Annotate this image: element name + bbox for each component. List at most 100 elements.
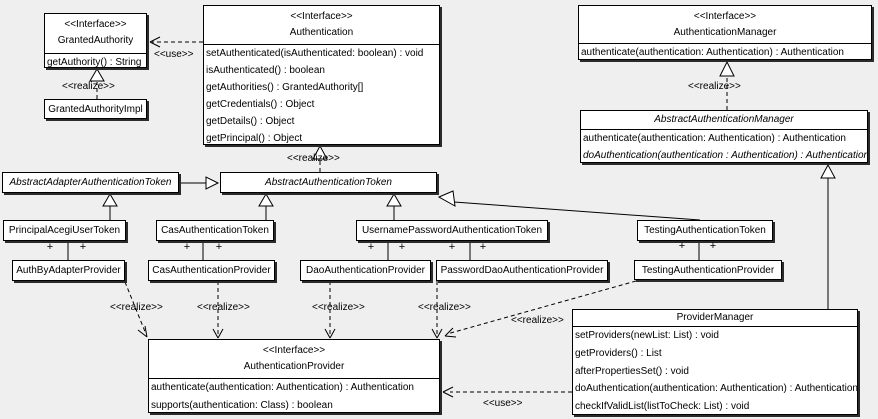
stereotype-label: <<Interface>> <box>64 19 127 30</box>
edge-label-use: <<use>> <box>154 49 194 60</box>
plus-label: + <box>215 241 223 253</box>
class-name: AuthByAdapterProvider <box>16 265 121 276</box>
plus-label: + <box>46 241 54 253</box>
stereotype-label: <<Interface>> <box>693 11 757 22</box>
use-arrowhead-bottom <box>442 386 454 398</box>
plus-label: + <box>79 241 87 253</box>
realize-arrowhead-3 <box>324 328 336 339</box>
class-password-dao-authentication-provider: PasswordDaoAuthenticationProvider <box>436 260 608 281</box>
plus-label: + <box>479 241 487 253</box>
class-abstract-authentication-token: AbstractAuthenticationToken <box>220 172 437 193</box>
edge-label-use: <<use>> <box>483 398 523 409</box>
class-abstract-adapter-authentication-token: AbstractAdapterAuthenticationToken <box>2 172 179 193</box>
edge-label-realize: <<realize>> <box>312 302 365 313</box>
class-name: AbstractAdapterAuthenticationToken <box>9 177 172 188</box>
class-name: ProviderManager <box>676 312 754 323</box>
method-row: getDetails() : Object <box>206 116 295 127</box>
class-dao-authentication-provider: DaoAuthenticationProvider <box>300 260 431 281</box>
method-row: authenticate(authentication: Authenticat… <box>151 382 414 393</box>
class-name: AbstractAuthenticationToken <box>265 177 392 188</box>
class-provider-manager: ProviderManager setProviders(newList: Li… <box>572 309 858 415</box>
class-abstract-authentication-manager: AbstractAuthenticationManager authentica… <box>580 110 868 163</box>
method-row: authenticate(authentication: Authenticat… <box>583 133 846 144</box>
triangle-authenticationmanager <box>719 60 735 77</box>
edge-label-realize: <<realize>> <box>110 302 163 313</box>
stereotype-label: <<Interface>> <box>262 345 326 356</box>
method-row: doAuthentication(authentication: Authent… <box>575 383 857 395</box>
class-principal-acegi-user-token: PrincipalAcegiUserToken <box>3 220 126 241</box>
triangle-arrowheads <box>89 60 836 207</box>
methods-compartment: authenticate(authentication: Authenticat… <box>581 129 867 162</box>
method-row: getCredentials() : Object <box>206 99 315 110</box>
use-arrowhead-top <box>149 36 161 48</box>
edge-label-realize: <<realize>> <box>511 315 564 326</box>
class-name: CasAuthenticationProvider <box>152 265 271 276</box>
method-row: setAuthenticated(isAuthenticated: boolea… <box>206 48 424 59</box>
class-title: <<Interface>> Authentication <box>204 6 439 44</box>
class-name: PrincipalAcegiUserToken <box>8 225 121 236</box>
class-name: AuthenticationManager <box>673 27 777 38</box>
class-name: CasAuthenticationToken <box>161 225 269 236</box>
class-auth-by-adapter-provider: AuthByAdapterProvider <box>12 260 125 281</box>
triangle-adaptertoken <box>102 193 118 207</box>
edge-label-realize: <<realize>> <box>197 302 250 313</box>
class-granted-authority-impl: GrantedAuthorityImpl <box>44 99 147 119</box>
plus-label: + <box>709 240 717 252</box>
realize-arrowhead-1 <box>137 325 148 338</box>
class-name: TestingAuthenticationToken <box>644 225 766 236</box>
class-title: <<Interface>> AuthenticationManager <box>579 6 871 43</box>
class-title: <<Interface>> AuthenticationProvider <box>149 340 439 378</box>
edge-label-realize: <<realize>> <box>62 81 115 92</box>
method-row: authenticate(authentication: Authenticat… <box>581 47 844 58</box>
realize-arrowhead-2 <box>212 328 224 339</box>
class-testing-authentication-token: TestingAuthenticationToken <box>637 220 773 241</box>
method-row: getAuthority() : String <box>47 57 142 68</box>
method-row: setProviders(newList: List) : void <box>575 330 719 341</box>
class-name: Authentication <box>289 27 354 38</box>
stereotype-label: <<Interface>> <box>290 11 353 22</box>
methods-compartment: authenticate(authentication: Authenticat… <box>579 43 871 59</box>
dashed-edges <box>96 41 728 393</box>
plus-label: + <box>367 241 375 253</box>
triangle-grantedauthority <box>89 68 105 82</box>
class-name: PasswordDaoAuthenticationProvider <box>440 265 604 276</box>
gen-edge-testingtoken <box>453 201 701 221</box>
class-granted-authority: <<Interface>> GrantedAuthority getAuthor… <box>44 13 147 68</box>
realize-arrowhead-4 <box>431 328 443 339</box>
methods-compartment: getAuthority() : String <box>45 53 146 68</box>
class-authentication: <<Interface>> Authentication setAuthenti… <box>203 5 440 145</box>
solid-edges <box>67 178 829 309</box>
method-row: supports(authentication: Class) : boolea… <box>151 400 333 411</box>
class-name: UsernamePasswordAuthenticationToken <box>361 225 543 236</box>
class-name: AuthenticationProvider <box>243 361 345 372</box>
triangle-abstractmanager <box>820 163 836 179</box>
method-row: getAuthorities() : GrantedAuthority[] <box>206 82 364 93</box>
class-title: <<Interface>> GrantedAuthority <box>45 14 146 53</box>
class-name: GrantedAuthority <box>57 35 134 46</box>
triangle-abstracttoken-testing <box>437 190 456 207</box>
edge-label-realize: <<realize>> <box>287 153 340 164</box>
method-row: isAuthenticated() : boolean <box>206 65 325 76</box>
method-row: getProviders() : List <box>575 347 662 359</box>
class-testing-authentication-provider: TestingAuthenticationProvider <box>634 260 782 280</box>
class-cas-authentication-token: CasAuthenticationToken <box>156 220 274 241</box>
realize-arrowhead-5 <box>444 327 457 338</box>
triangle-abstracttoken-cas <box>258 193 274 207</box>
triangle-abstracttoken-left <box>205 176 220 190</box>
class-name: TestingAuthenticationProvider <box>641 264 775 276</box>
triangle-authentication <box>312 144 328 160</box>
plus-label: + <box>183 241 191 253</box>
methods-compartment: setProviders(newList: List) : void getPr… <box>573 326 857 414</box>
method-row: getPrincipal() : Object <box>206 133 303 144</box>
method-row: checkIfValidList(listToCheck: List) : vo… <box>575 401 750 413</box>
method-row: doAuthentication(authentication : Authen… <box>583 150 867 161</box>
realize-edge-testingprovider <box>446 280 637 335</box>
method-row: afterPropertiesSet() : void <box>575 365 689 377</box>
class-name: GrantedAuthorityImpl <box>48 103 143 115</box>
class-cas-authentication-provider: CasAuthenticationProvider <box>148 260 275 281</box>
class-name: DaoAuthenticationProvider <box>306 265 425 276</box>
plus-label: + <box>448 241 456 253</box>
methods-compartment: setAuthenticated(isAuthenticated: boolea… <box>204 44 439 144</box>
